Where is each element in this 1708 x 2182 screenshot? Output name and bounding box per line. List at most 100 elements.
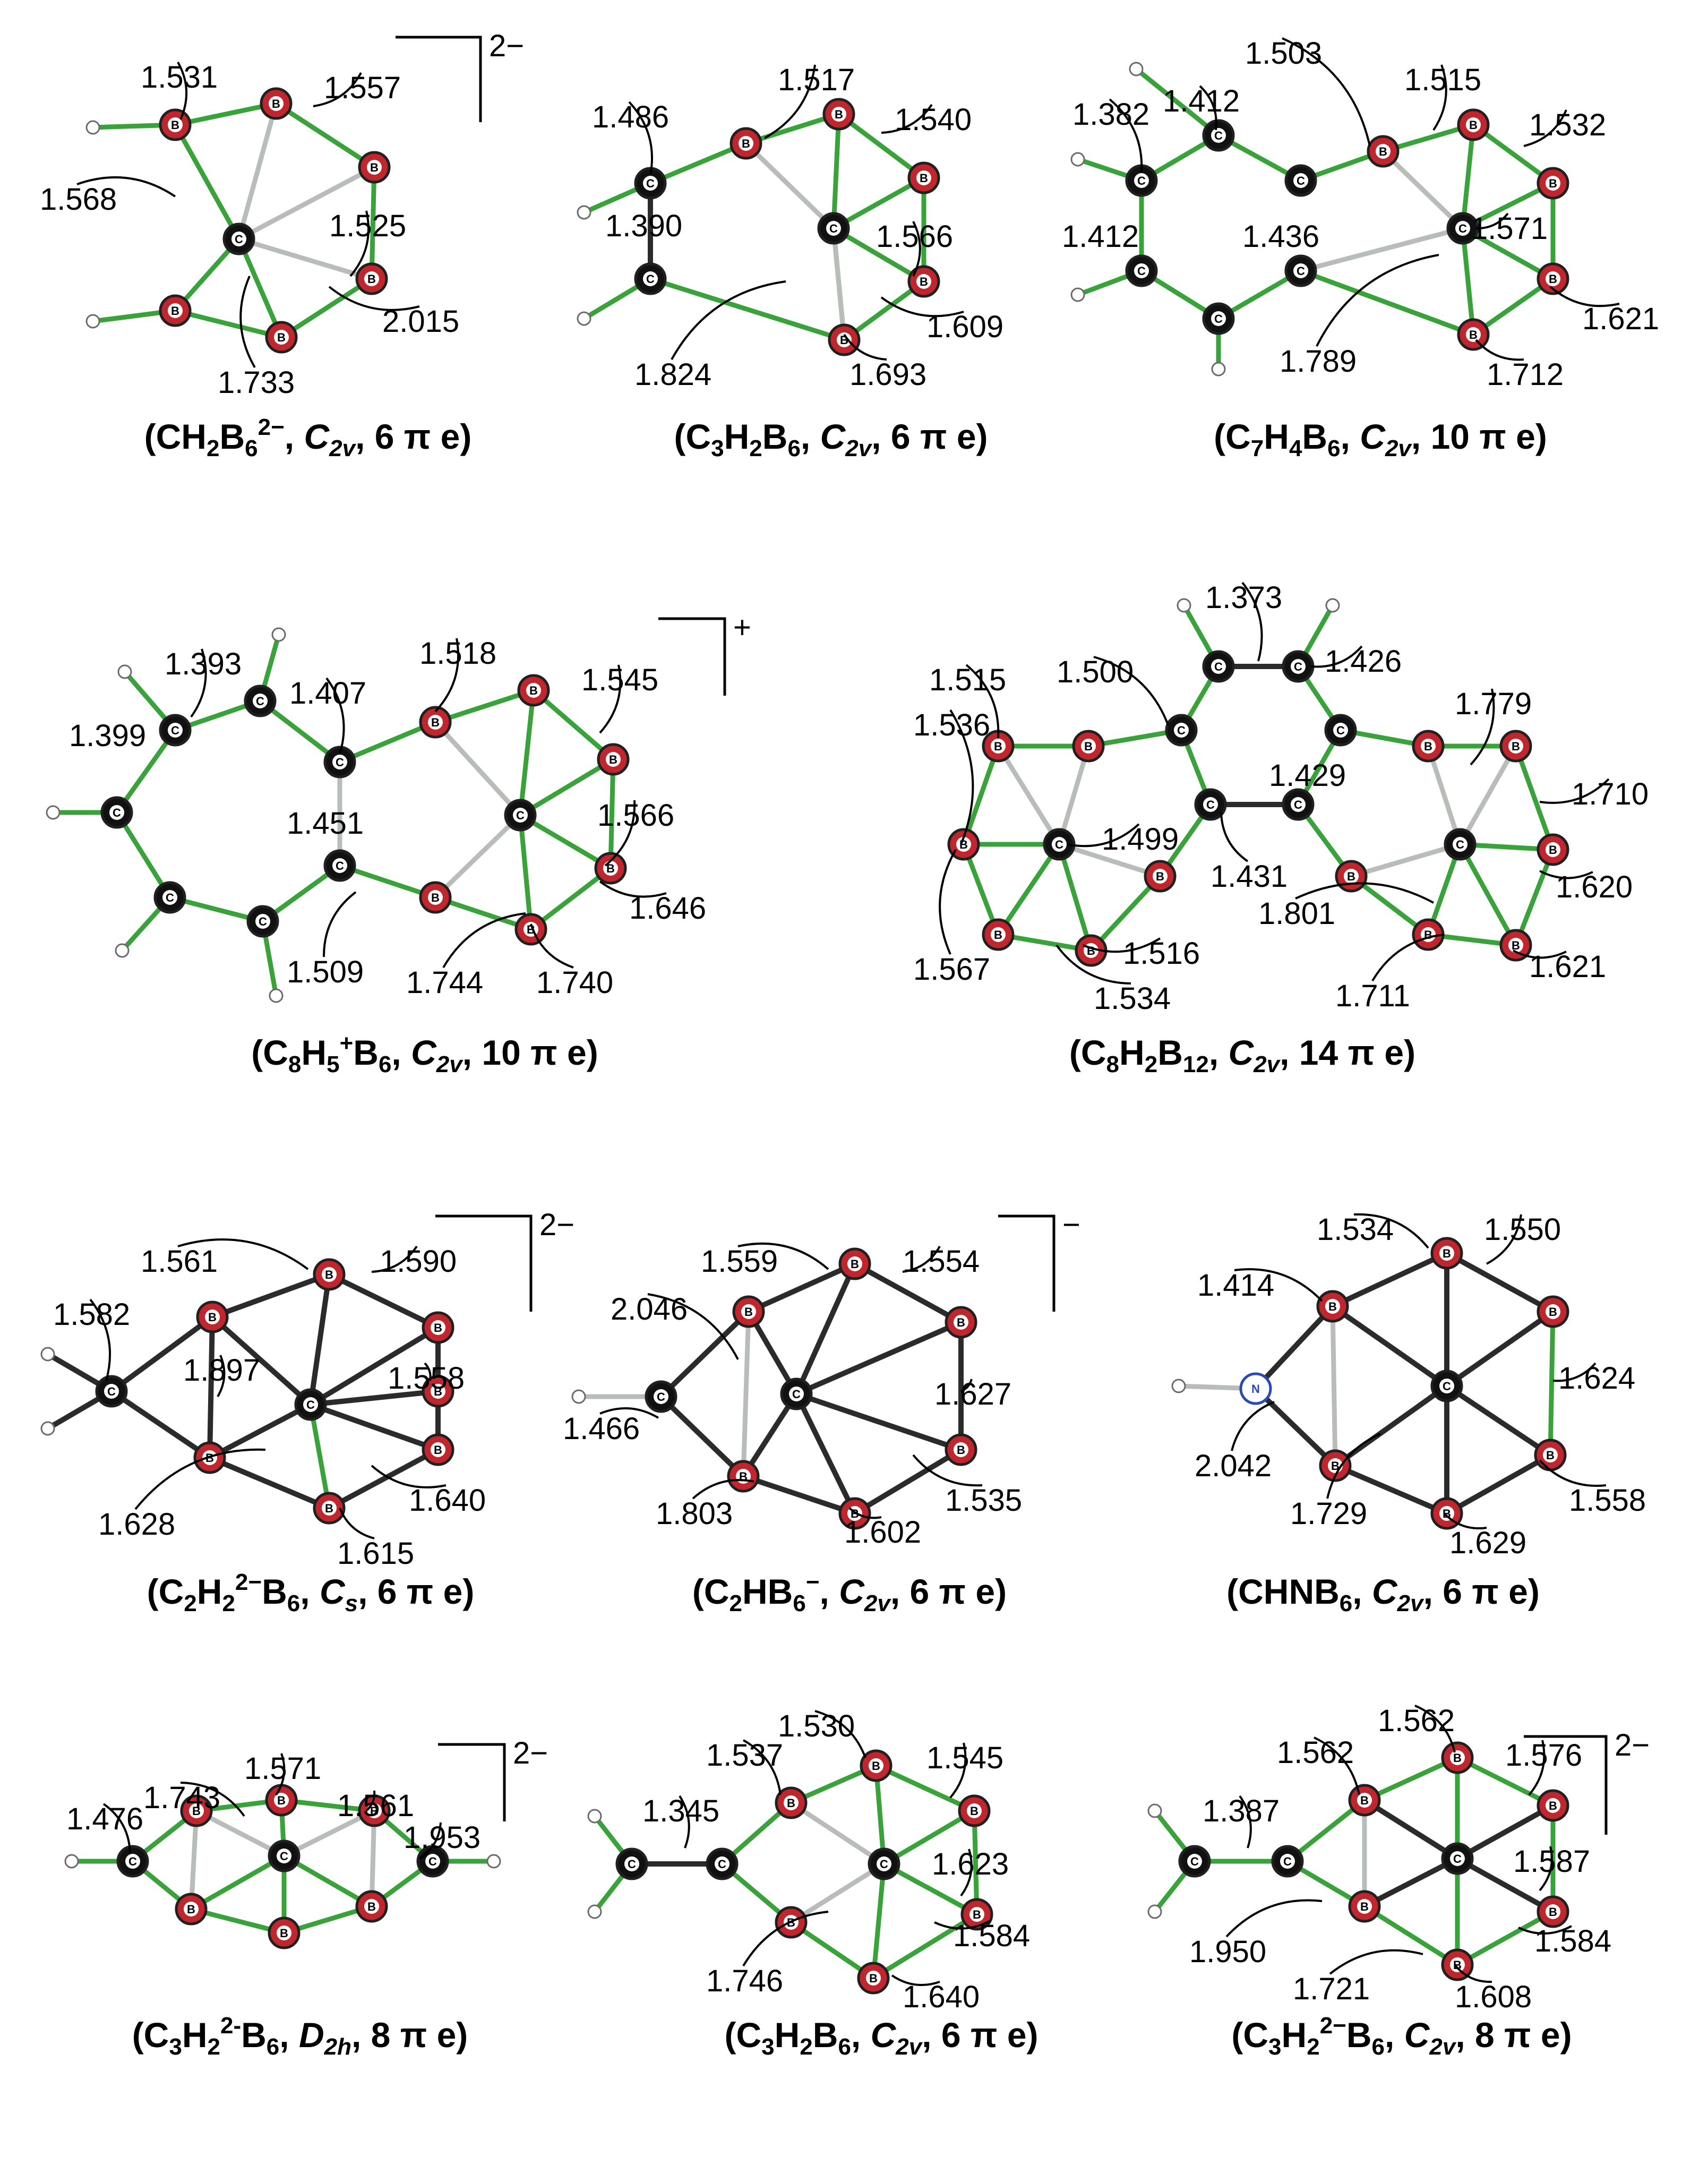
bond-length-label: 1.693 bbox=[849, 357, 926, 392]
bond-length-leader bbox=[1353, 1213, 1429, 1249]
bond-m6-1 bbox=[852, 1261, 964, 1325]
carbon-atom-symbol: C bbox=[1294, 798, 1302, 811]
boron-atom-symbol: B bbox=[370, 1804, 379, 1818]
bond-m7-8 bbox=[1444, 1383, 1553, 1458]
boron-atom-symbol: B bbox=[994, 928, 1002, 942]
bond-m7-11 bbox=[1330, 1304, 1338, 1468]
bond-m1-1 bbox=[836, 112, 926, 181]
boron-atom-symbol: B bbox=[1549, 1799, 1557, 1812]
bond-length-label: 1.466 bbox=[563, 1411, 640, 1446]
bond-length-leader bbox=[190, 648, 207, 718]
bond-length-leader bbox=[1239, 1795, 1252, 1849]
bond-m7-4 bbox=[1333, 1463, 1449, 1516]
charge-bracket bbox=[998, 1214, 1055, 1312]
boron-atom-core bbox=[1546, 1304, 1560, 1319]
bond-m2-8 bbox=[1380, 149, 1465, 231]
boron-atom-symbol: B bbox=[742, 137, 750, 150]
boron-atom-core bbox=[428, 715, 443, 730]
bond-m5-2 bbox=[210, 1314, 313, 1407]
bond-length-label: 1.566 bbox=[876, 219, 953, 254]
bond-length-label: 1.729 bbox=[1290, 1496, 1367, 1531]
boron-atom-symbol: B bbox=[1360, 1794, 1369, 1807]
bond-length-leader bbox=[743, 1739, 782, 1795]
carbon-atom-core bbox=[425, 1854, 440, 1869]
hydrogen-atom bbox=[269, 988, 284, 1003]
boron-atom-symbol: B bbox=[957, 1443, 965, 1457]
boron-atom-symbol: B bbox=[957, 1316, 965, 1329]
boron-atom-symbol: B bbox=[277, 1794, 286, 1807]
bond-length-label: 2.042 bbox=[1195, 1449, 1272, 1483]
nitrogen-atom-core bbox=[1248, 1381, 1263, 1396]
bond-length-leader bbox=[1314, 1736, 1360, 1795]
bond-m5-1 bbox=[327, 1272, 441, 1330]
bond-length-leader bbox=[881, 104, 933, 134]
bond-length-leader bbox=[1549, 286, 1620, 307]
carbon-atom-core bbox=[1293, 263, 1308, 278]
boron-atom-symbol: B bbox=[1443, 1247, 1451, 1260]
bond-length-leader bbox=[671, 280, 786, 360]
bond-length-label: 1.530 bbox=[778, 1709, 855, 1743]
bond-m3-2 bbox=[608, 757, 616, 871]
boron-atom-symbol: B bbox=[744, 1305, 753, 1319]
bond-length-label: 1.515 bbox=[929, 663, 1006, 697]
bond-length-label: 1.746 bbox=[706, 1964, 783, 1998]
boron-atom-core bbox=[1439, 1246, 1454, 1261]
boron-atom-symbol: B bbox=[277, 331, 286, 344]
bond-length-label: 1.623 bbox=[932, 1847, 1009, 1881]
boron-atom-core bbox=[168, 303, 183, 318]
bond-length-label: 1.509 bbox=[287, 955, 364, 989]
molecule-caption: (C3H2B6, C2v, 6 π e) bbox=[724, 2015, 1038, 2060]
carbon-atom-symbol: C bbox=[1297, 264, 1305, 278]
bond-length-label: 1.620 bbox=[1556, 870, 1633, 904]
bond-m9-7 bbox=[881, 1808, 977, 1867]
bond-length-label: 1.628 bbox=[98, 1507, 175, 1542]
boron-atom-core bbox=[831, 107, 846, 122]
bond-length-leader bbox=[939, 849, 957, 955]
bond-length-label: 1.476 bbox=[66, 1802, 143, 1836]
boron-atom-symbol: B bbox=[1328, 1300, 1337, 1313]
carbon-atom-core bbox=[253, 694, 268, 708]
bond-length-label: 1.486 bbox=[592, 100, 669, 134]
boron-atom-core bbox=[1546, 271, 1560, 286]
bond-length-leader bbox=[339, 1508, 375, 1539]
hydrogen-atom bbox=[115, 943, 130, 958]
carbon-atom-symbol: C bbox=[880, 1858, 888, 1871]
carbon-atom-core bbox=[715, 1856, 729, 1871]
bond-length-label: 1.629 bbox=[1449, 1526, 1526, 1560]
bond-length-leader bbox=[1475, 339, 1524, 361]
boron-atom-core bbox=[991, 739, 1006, 754]
bond-length-label: 1.571 bbox=[244, 1751, 321, 1786]
bond-m3-10 bbox=[337, 720, 438, 765]
hydrogen-atom bbox=[486, 1854, 501, 1869]
bond-length-leader bbox=[76, 176, 176, 198]
bond-m10-10 bbox=[1362, 1856, 1460, 1909]
charge-label: 2− bbox=[1615, 1728, 1650, 1762]
bond-length-label: 1.733 bbox=[218, 365, 295, 400]
bond-length-label: 1.412 bbox=[1163, 84, 1240, 118]
carbon-atom-core bbox=[231, 232, 246, 246]
carbon-atom-symbol: C bbox=[1214, 660, 1223, 673]
boron-atom-symbol: B bbox=[171, 118, 179, 132]
bond-m4-29 bbox=[1457, 842, 1518, 948]
bond-length-leader bbox=[349, 210, 370, 277]
bond-length-label: 1.431 bbox=[1211, 859, 1288, 894]
boron-atom-core bbox=[954, 1315, 968, 1330]
carbon-atom-symbol: C bbox=[1297, 174, 1305, 187]
bond-length-label: 1.582 bbox=[53, 1297, 130, 1332]
bond-length-leader bbox=[1414, 1705, 1456, 1753]
bond-m9-1 bbox=[873, 1763, 977, 1813]
bond-length-leader bbox=[628, 101, 654, 176]
bond-m10-12 bbox=[1285, 1798, 1367, 1864]
carbon-atom-core bbox=[332, 858, 347, 873]
bond-length-leader bbox=[949, 709, 974, 845]
boron-atom-symbol: B bbox=[325, 1502, 333, 1515]
bond-length-label: 1.390 bbox=[605, 209, 682, 243]
bond-length-leader bbox=[1055, 944, 1131, 985]
bond-m3-0 bbox=[433, 688, 536, 725]
bond-m1-8 bbox=[743, 141, 836, 231]
bond-length-leader bbox=[1067, 823, 1140, 848]
bond-length-leader bbox=[1199, 85, 1217, 131]
bond-length-leader bbox=[960, 1379, 973, 1392]
bond-m5-6 bbox=[327, 1447, 441, 1511]
